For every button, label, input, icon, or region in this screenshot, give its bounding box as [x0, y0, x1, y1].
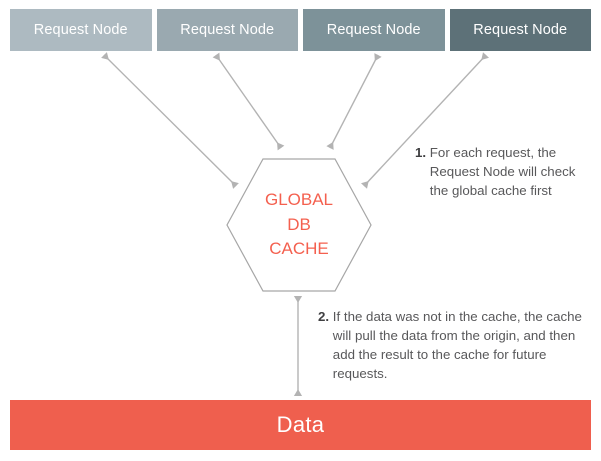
data-store-bar[interactable]: Data	[10, 400, 591, 450]
annotation-step-2-number: 2.	[318, 309, 330, 324]
global-db-cache-label: GLOBAL DB CACHE	[225, 157, 373, 293]
request-node-2-label: Request Node	[180, 21, 275, 38]
request-node-3[interactable]: Request Node	[303, 9, 445, 51]
annotation-step-1: 1. For each request, the Request Node wi…	[415, 144, 595, 201]
annotation-step-1-text: For each request, the Request Node will …	[429, 145, 576, 198]
request-node-4[interactable]: Request Node	[449, 9, 591, 51]
cache-label-line-3: CACHE	[269, 239, 329, 259]
cache-label-line-1: GLOBAL	[264, 190, 334, 210]
cache-label-line-2: DB	[287, 214, 311, 234]
request-node-1-label: Request Node	[33, 21, 128, 38]
arrow-node-1-cache	[101, 52, 239, 189]
request-node-row: Request Node Request Node Request Node R…	[10, 9, 591, 51]
request-node-1[interactable]: Request Node	[10, 9, 152, 51]
data-store-label: Data	[276, 412, 325, 437]
request-node-3-label: Request Node	[326, 21, 421, 38]
request-node-4-label: Request Node	[473, 21, 568, 38]
annotation-step-2: 2. If the data was not in the cache, the…	[318, 308, 598, 384]
request-node-2[interactable]: Request Node	[156, 9, 298, 51]
hexagon-shape	[226, 158, 372, 292]
annotation-step-1-number: 1.	[415, 145, 427, 160]
global-db-cache-node[interactable]: GLOBAL DB CACHE	[225, 157, 373, 293]
arrow-node-3-cache	[326, 53, 382, 150]
annotation-step-2-text: If the data was not in the cache, the ca…	[332, 309, 582, 381]
arrow-node-2-cache	[212, 52, 285, 151]
